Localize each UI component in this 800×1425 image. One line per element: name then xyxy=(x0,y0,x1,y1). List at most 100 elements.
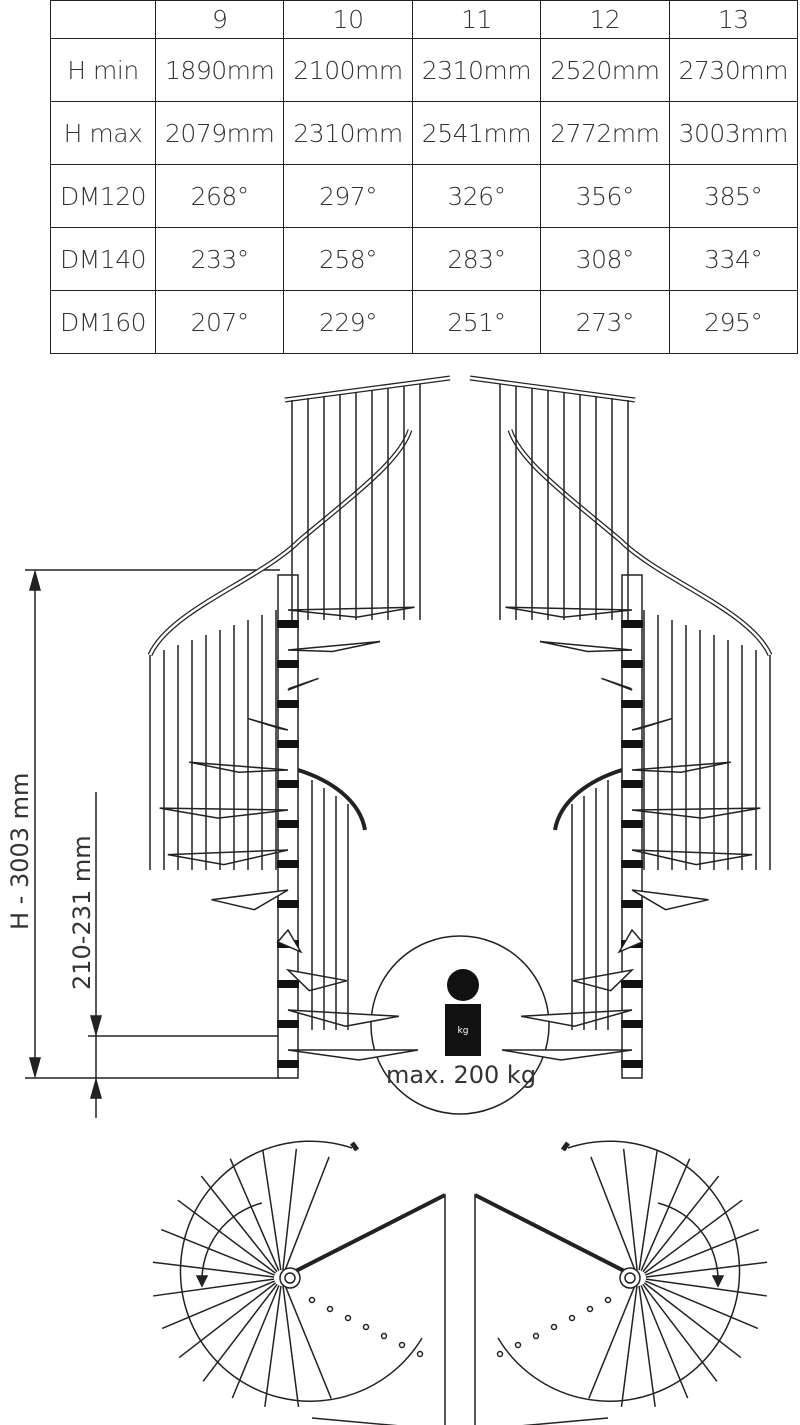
row-label: DM140 xyxy=(50,227,156,291)
table-row: DM140 233° 258° 283° 308° 334° xyxy=(50,227,799,291)
stair-tread xyxy=(287,677,319,691)
plan-tread-line xyxy=(622,1148,638,1271)
pole-collar xyxy=(621,1060,643,1068)
top-handrail-inner xyxy=(469,376,636,402)
stair-tread xyxy=(247,717,289,731)
pole-collar xyxy=(621,620,643,628)
stair-tread xyxy=(617,928,644,954)
plan-outer-ring xyxy=(179,1140,423,1402)
landing-rail xyxy=(281,1193,446,1280)
rail-hole xyxy=(416,1350,424,1358)
rail-hole xyxy=(398,1341,406,1349)
rail-hole xyxy=(568,1314,576,1322)
cell: 297° xyxy=(283,164,413,228)
rail-hole xyxy=(532,1332,540,1340)
pole-collar xyxy=(621,740,643,748)
stair-tread xyxy=(631,717,673,731)
header-cell: 13 xyxy=(668,0,799,39)
plan-tread-line xyxy=(642,1175,720,1273)
plan-tread-line xyxy=(200,1175,278,1273)
staircase-elevation-right xyxy=(469,375,773,1079)
specs-table: 9 10 11 12 13 H min 1890mm 2100mm 2310mm… xyxy=(50,0,799,354)
plan-tread-line xyxy=(284,1285,332,1399)
pole-collar xyxy=(621,860,643,868)
rail-hole xyxy=(604,1296,612,1304)
plan-tread-line xyxy=(645,1228,759,1276)
max-load-label: max. 200 kg xyxy=(386,1061,536,1089)
rail-hole xyxy=(514,1341,522,1349)
stair-tread xyxy=(287,1049,419,1061)
max-load-badge: kg max. 200 kg xyxy=(370,935,550,1115)
stair-tread xyxy=(572,968,635,992)
step-height-label: 210-231 mm xyxy=(68,835,96,990)
rail-hole xyxy=(344,1314,352,1322)
cell: 268° xyxy=(154,164,285,228)
plan-tread-line xyxy=(261,1149,282,1271)
table-row: DM160 207° 229° 251° 273° 295° xyxy=(50,290,799,354)
rail-hole xyxy=(308,1296,316,1304)
plan-tread-line xyxy=(264,1285,282,1407)
plan-tread-line xyxy=(177,1199,277,1274)
header-cell: 12 xyxy=(540,0,670,39)
direction-arc xyxy=(657,1202,719,1284)
height-label: H - 3003 mm xyxy=(6,773,34,930)
pole-collar xyxy=(277,700,299,708)
pole-collar xyxy=(621,900,643,908)
pole-collar xyxy=(277,660,299,668)
plan-tread-line xyxy=(161,1280,275,1330)
row-label: DM160 xyxy=(50,290,156,354)
plan-tread-line xyxy=(178,1282,277,1359)
pole-collar xyxy=(277,860,299,868)
pole-collar xyxy=(277,780,299,788)
stair-tread xyxy=(539,640,633,653)
table-row: H min 1890mm 2100mm 2310mm 2520mm 2730mm xyxy=(50,38,799,102)
cell: 326° xyxy=(411,164,542,228)
landing-rail xyxy=(474,1193,639,1280)
plan-tread-line xyxy=(645,1280,759,1330)
table-row: H max 2079mm 2310mm 2541mm 2772mm 3003mm xyxy=(50,101,799,165)
plan-tread-line xyxy=(590,1156,636,1271)
plan-tread-line xyxy=(202,1283,278,1382)
stair-tread xyxy=(167,849,289,866)
handrail-inner xyxy=(508,429,772,656)
direction-arrow-icon xyxy=(195,1275,209,1288)
cell: 2730mm xyxy=(668,38,799,102)
plan-tread-line xyxy=(640,1158,691,1271)
cell: 295° xyxy=(668,290,799,354)
cell: 2541mm xyxy=(411,101,542,165)
staircase-plan-right xyxy=(474,1140,768,1425)
stair-tread xyxy=(601,677,633,691)
stair-tread xyxy=(631,807,761,819)
plan-tread-line xyxy=(153,1278,275,1297)
plan-tread-line xyxy=(282,1148,298,1271)
top-handrail-inner xyxy=(284,376,451,402)
pole-collar xyxy=(621,780,643,788)
row-label: H min xyxy=(50,38,156,102)
stair-tread xyxy=(211,889,289,911)
plan-tread-line xyxy=(643,1282,742,1359)
plan-pole xyxy=(619,1267,641,1289)
plan-tread-line xyxy=(161,1228,275,1276)
plan-tread-line xyxy=(231,1285,280,1399)
plan-pole-inner xyxy=(624,1272,636,1284)
cell: 258° xyxy=(283,227,413,291)
pole-collar xyxy=(621,700,643,708)
rail-hole xyxy=(496,1350,504,1358)
plan-pole-inner xyxy=(284,1272,296,1284)
table-row: DM120 268° 297° 326° 356° 385° xyxy=(50,164,799,228)
cell: 2772mm xyxy=(540,101,670,165)
height-dimension: H - 3003 mm 210-231 mm xyxy=(6,569,280,1118)
header-cell: 11 xyxy=(411,0,542,39)
direction-arrow-icon xyxy=(711,1275,725,1288)
stair-tread xyxy=(285,968,348,992)
cell: 229° xyxy=(283,290,413,354)
cell: 207° xyxy=(154,290,285,354)
pole-collar xyxy=(621,980,643,988)
plan-tread-line xyxy=(645,1278,767,1297)
pole-collar xyxy=(277,1020,299,1028)
rail-hole xyxy=(380,1332,388,1340)
pole-collar xyxy=(621,1020,643,1028)
plan-tread-line xyxy=(588,1285,636,1399)
stair-tread xyxy=(287,606,415,618)
